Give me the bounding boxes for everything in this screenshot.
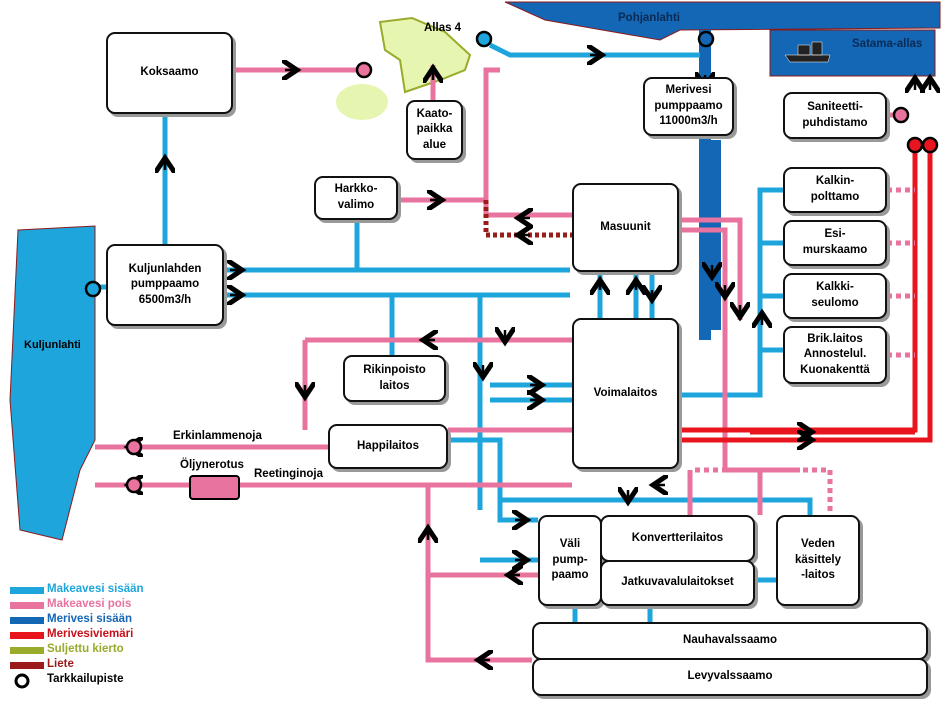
legend-item: Merivesi sisään — [10, 613, 132, 627]
masuunit-box[interactable]: Masuunit — [572, 183, 679, 272]
vedenkasittelylaitos-box[interactable]: Veden käsittely -laitos — [776, 515, 860, 606]
allas-4-label: Allas 4 — [424, 22, 462, 34]
pohjanlahti-label: Pohjanlahti — [618, 12, 680, 24]
kalkkiseulomo-box[interactable]: Kalkki- seulomo — [783, 273, 887, 319]
pohjanlahti-sea — [504, 1, 941, 41]
kuljunlahti-bay — [9, 225, 96, 541]
monitoring-point-icon — [892, 106, 910, 124]
esimurskaamo-box[interactable]: Esi- murskaamo — [783, 220, 887, 266]
koksaamo-box[interactable]: Koksaamo — [106, 32, 233, 114]
legend-item: Makeavesi pois — [10, 598, 131, 612]
konvertterilaitos-box[interactable]: Konvertterilaitos — [600, 515, 755, 562]
monitoring-point-icon — [697, 30, 715, 48]
reetinginoja-label: Reetinginoja — [254, 468, 324, 480]
briketointilaitos-box[interactable]: Brik.laitos Annostelul. Kuonakenttä — [783, 326, 887, 384]
allas-4-pond — [378, 16, 472, 94]
pond — [336, 84, 388, 120]
monitoring-point-icon — [125, 476, 143, 494]
monitoring-point-icon — [84, 280, 102, 298]
happilaitos-box[interactable]: Happilaitos — [328, 424, 448, 469]
oljynerotus-label: Öljynerotus — [180, 459, 244, 471]
satama-allas-label: Satama-allas — [852, 38, 923, 50]
levyvalssaamo-box[interactable]: Levyvalssaamo — [532, 658, 928, 696]
kalkinpolttamo-box[interactable]: Kalkin- polttamo — [783, 167, 887, 213]
merivesi-pumppaamo-box[interactable]: Merivesi pumppaamo 11000m3/h — [643, 77, 734, 136]
saniteettipuhdistamo-box[interactable]: Saniteetti- puhdistamo — [783, 92, 887, 139]
legend-item: Liete — [10, 658, 74, 672]
legend-item: Merivesiviemäri — [10, 628, 133, 642]
monitoring-point-icon — [921, 136, 939, 154]
satama-allas-basin — [769, 29, 936, 77]
kuljunlahden-pumppaamo-box[interactable]: Kuljunlahden pumppaamo 6500m3/h — [106, 244, 224, 326]
legend-item: Suljettu kierto — [10, 643, 124, 657]
monitoring-point-icon — [475, 30, 493, 48]
legend-item: Makeavesi sisään — [10, 583, 144, 597]
kaatopaikka-box[interactable]: Kaato- paikka alue — [406, 100, 463, 160]
kuljunlahti-label: Kuljunlahti — [24, 339, 81, 351]
oil-separator — [189, 475, 240, 500]
monitoring-point-icon — [125, 438, 143, 456]
nauhavalssaamo-box[interactable]: Nauhavalssaamo — [532, 622, 928, 660]
harkkovalimo-box[interactable]: Harkko- valimo — [314, 176, 398, 220]
rikinpoisto-box[interactable]: Rikinpoisto laitos — [343, 355, 446, 402]
monitoring-point-icon — [355, 61, 373, 79]
erkinlammenoja-label: Erkinlammenoja — [173, 430, 262, 442]
ship-icon — [784, 41, 831, 63]
valipumppaamo-box[interactable]: Väli pump- paamo — [538, 515, 602, 606]
monitoring-point-icon — [906, 136, 924, 154]
legend-monitoring-icon — [14, 673, 30, 689]
voimalaitos-box[interactable]: Voimalaitos — [572, 318, 679, 469]
legend-item: Tarkkailupiste — [47, 673, 124, 685]
jatkuvavalulaitokset-box[interactable]: Jatkuvavalulaitokset — [600, 560, 755, 606]
